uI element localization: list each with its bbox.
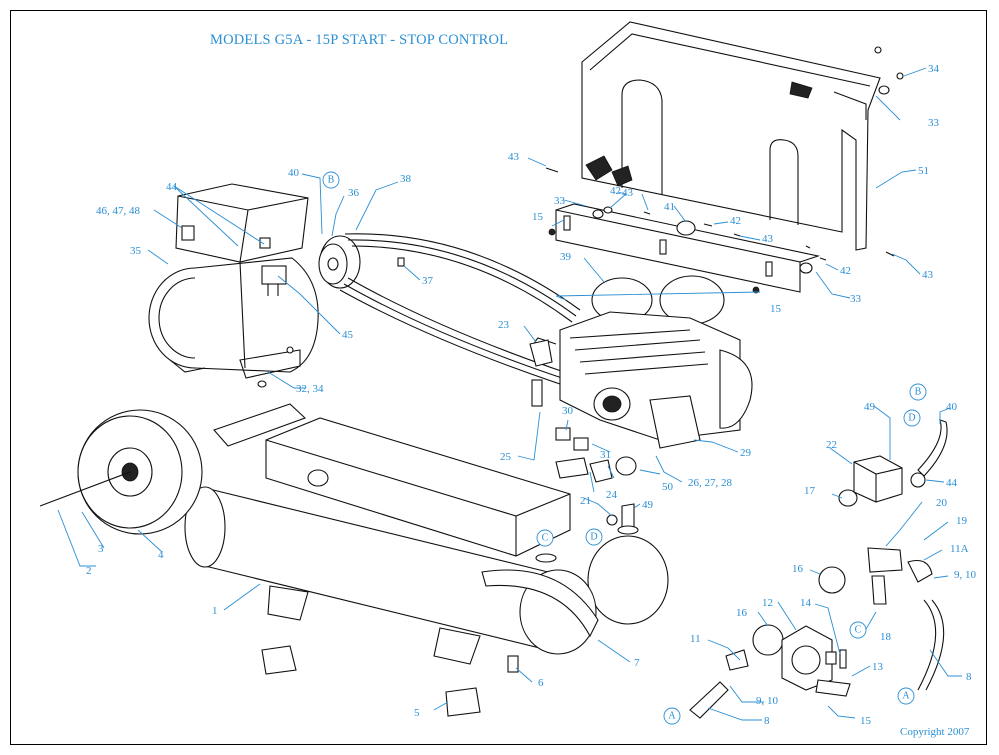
copyright-note: Copyright 2007 — [900, 726, 970, 738]
callout-23: 23 — [498, 319, 510, 331]
diagram-border — [10, 10, 987, 745]
callout-35: 35 — [130, 245, 142, 257]
callout-15-bracket: 15 — [770, 303, 782, 315]
callout-40-motor: 40 — [288, 167, 300, 179]
manifold-gauge-assembly — [818, 419, 948, 691]
callout-9-10-lower: 9, 10 — [756, 695, 779, 707]
callout-22: 22 — [826, 439, 837, 451]
callout-32-34: 32, 34 — [296, 383, 324, 395]
electric-motor — [148, 257, 319, 379]
connector-a-lower: A — [668, 711, 676, 722]
callout-24: 24 — [606, 489, 618, 501]
callout-8-lower: 8 — [764, 715, 770, 727]
callout-25: 25 — [500, 451, 512, 463]
callout-7: 7 — [634, 657, 640, 669]
callout-33-guard: 33 — [928, 117, 940, 129]
rubber-feet — [261, 645, 519, 717]
callout-29: 29 — [740, 447, 752, 459]
guard-mount-bracket — [555, 203, 821, 293]
callout-3: 3 — [98, 543, 104, 555]
callout-26-27-28: 26, 27, 28 — [688, 477, 733, 489]
callout-38: 38 — [400, 173, 412, 185]
callout-49-right: 49 — [864, 401, 876, 413]
callout-45: 45 — [342, 329, 354, 341]
connector-a-right: A — [902, 691, 910, 702]
callout-17: 17 — [804, 485, 816, 497]
callout-31: 31 — [600, 449, 611, 461]
callout-42-right: 42 — [840, 265, 851, 277]
regulator-assembly — [689, 624, 851, 719]
callout-4: 4 — [158, 549, 164, 561]
compressor-pump — [533, 275, 753, 449]
connector-markers: A A B B C C D D — [322, 171, 927, 725]
diagram-title: MODELS G5A - 15P START - STOP CONTROL — [210, 32, 509, 48]
callout-9-10-right: 9, 10 — [954, 569, 977, 581]
callout-39: 39 — [560, 251, 572, 263]
callout-19: 19 — [956, 515, 968, 527]
callout-16-regulator: 16 — [736, 607, 748, 619]
callout-12: 12 — [762, 597, 773, 609]
callout-37: 37 — [422, 275, 434, 287]
callout-2: 2 — [86, 565, 92, 577]
callout-14: 14 — [800, 597, 812, 609]
callout-16-manifold: 16 — [792, 563, 804, 575]
callout-33-right: 33 — [850, 293, 862, 305]
belt-guard — [581, 21, 881, 251]
callout-43-left: 43 — [508, 151, 520, 163]
connector-c-right: C — [855, 625, 862, 636]
callout-18: 18 — [880, 631, 892, 643]
callout-6: 6 — [538, 677, 544, 689]
callout-43-right: 43 — [922, 269, 934, 281]
callout-41: 41 — [664, 201, 675, 213]
wheel — [39, 403, 307, 535]
connector-b-right: B — [915, 387, 922, 398]
connector-c-tank: C — [542, 533, 549, 544]
callout-labels: 1 2 3 4 5 6 7 8 8 9, 10 9, 10 11 11A 12 … — [86, 63, 977, 727]
connector-d-right: D — [908, 413, 915, 424]
callout-33-top: 33 — [554, 195, 566, 207]
callout-20: 20 — [936, 497, 948, 509]
callout-51: 51 — [918, 165, 929, 177]
air-tank — [184, 486, 669, 665]
callout-15-left: 15 — [532, 211, 544, 223]
callout-11: 11 — [690, 633, 701, 645]
callout-44-motor: 44 — [166, 181, 178, 193]
callout-46-47-48: 46, 47, 48 — [96, 205, 141, 217]
connector-d-mid: D — [590, 532, 597, 543]
fittings — [397, 257, 639, 563]
pressure-switch — [838, 455, 903, 507]
control-box — [175, 183, 309, 263]
tank-platform — [265, 417, 571, 557]
callout-44-right: 44 — [946, 477, 958, 489]
callout-1: 1 — [212, 605, 218, 617]
callout-34: 34 — [928, 63, 940, 75]
connector-b-motor: B — [328, 175, 335, 186]
callout-40-right: 40 — [946, 401, 958, 413]
callout-5: 5 — [414, 707, 420, 719]
callout-21: 21 — [580, 495, 591, 507]
callout-8-right: 8 — [966, 671, 972, 683]
drive-belt — [339, 233, 581, 385]
motor-pulley — [318, 235, 361, 289]
callout-43-mid: 43 — [762, 233, 774, 245]
callout-13: 13 — [872, 661, 884, 673]
callout-36: 36 — [348, 187, 360, 199]
leader-lines — [57, 67, 962, 721]
callout-50: 50 — [662, 481, 674, 493]
callout-43-top: 43 — [622, 187, 634, 199]
callout-49-mid: 49 — [642, 499, 654, 511]
callout-15-lower: 15 — [860, 715, 872, 727]
callout-42-mid: 42 — [730, 215, 741, 227]
callout-30: 30 — [562, 405, 574, 417]
hardware — [257, 46, 904, 388]
callout-42-top: 42 — [610, 185, 621, 197]
callout-11a: 11A — [950, 543, 969, 555]
